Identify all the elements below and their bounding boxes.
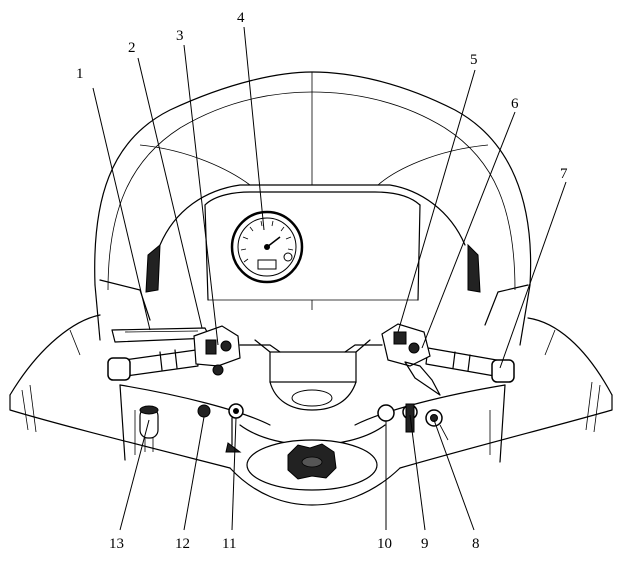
callout-9: 9 bbox=[421, 536, 429, 552]
callout-5: 5 bbox=[470, 52, 478, 68]
callout-1: 1 bbox=[76, 66, 84, 82]
right-brake-lever bbox=[404, 361, 441, 396]
center-console bbox=[239, 339, 386, 491]
callout-12: 12 bbox=[175, 536, 190, 552]
callout-8: 8 bbox=[472, 536, 480, 552]
right-handlebar bbox=[344, 323, 515, 396]
callout-7: 7 bbox=[560, 166, 568, 182]
scooter-body bbox=[9, 314, 613, 506]
left-handlebar bbox=[107, 325, 281, 381]
dashboard-cowl bbox=[145, 184, 481, 310]
left-switch-housing bbox=[193, 325, 241, 367]
lower-left-controls bbox=[139, 403, 244, 453]
speedometer-gauge bbox=[230, 210, 304, 284]
callout-10: 10 bbox=[377, 536, 392, 552]
callout-2: 2 bbox=[128, 40, 136, 56]
callout-4: 4 bbox=[237, 10, 245, 26]
callout-11: 11 bbox=[222, 536, 236, 552]
callout-3: 3 bbox=[176, 28, 184, 44]
callout-6: 6 bbox=[511, 96, 519, 112]
item-12-indicator bbox=[197, 404, 211, 418]
callout-labels: 1 2 3 4 5 6 7 8 9 10 11 12 13 bbox=[76, 10, 568, 552]
windshield bbox=[94, 71, 532, 346]
item-10-button bbox=[377, 404, 395, 422]
callout-leaders bbox=[92, 26, 567, 531]
callout-13: 13 bbox=[109, 536, 124, 552]
